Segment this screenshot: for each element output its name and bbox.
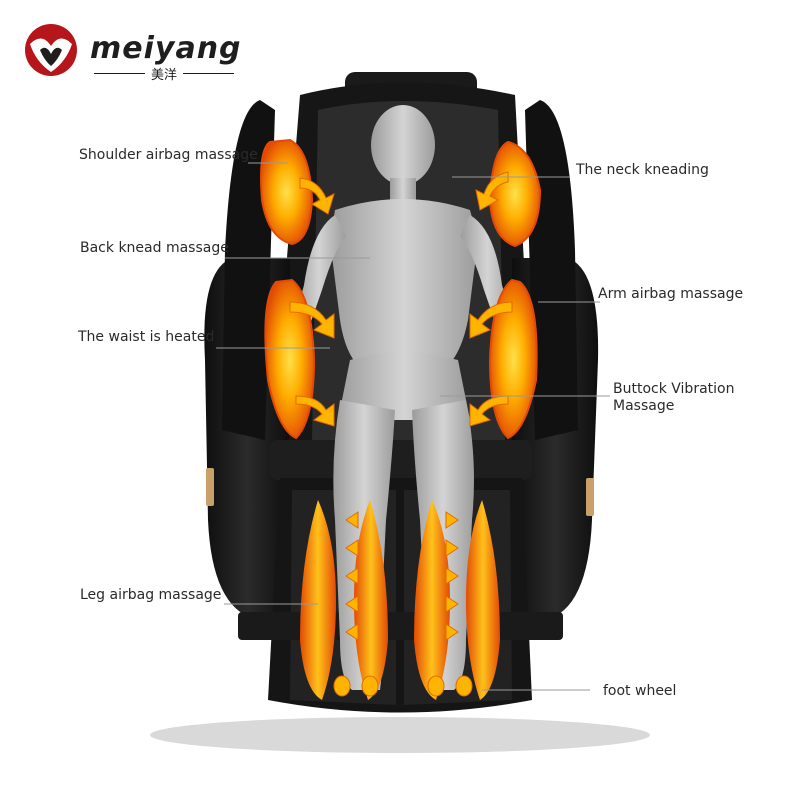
callout-leg: Leg airbag massage (80, 587, 222, 603)
leg-airbags (300, 500, 500, 700)
callout-waist: The waist is heated (78, 329, 215, 345)
meiyang-logo-icon (25, 24, 77, 76)
callout-foot: foot wheel (603, 683, 677, 699)
callout-arm: Arm airbag massage (598, 286, 744, 302)
brand-subtitle-text: 美洋 (151, 68, 178, 83)
leader-lines (216, 162, 610, 691)
massage-arrows (289, 171, 513, 697)
callout-buttock-line-2: Massage (613, 398, 675, 414)
callout-shoulder: Shoulder airbag massage (79, 147, 258, 163)
callout-neck: The neck kneading (576, 162, 709, 178)
rule-left (94, 73, 145, 74)
brand-name: meiyang (90, 31, 242, 66)
brand-subtitle: 美洋 (94, 64, 235, 83)
rule-right (183, 73, 235, 74)
callout-back: Back knead massage (80, 240, 229, 256)
callout-buttock: Buttock Vibration Massage (613, 381, 734, 415)
floor-shadow (150, 717, 650, 753)
callout-buttock-line-1: Buttock Vibration (613, 381, 735, 397)
